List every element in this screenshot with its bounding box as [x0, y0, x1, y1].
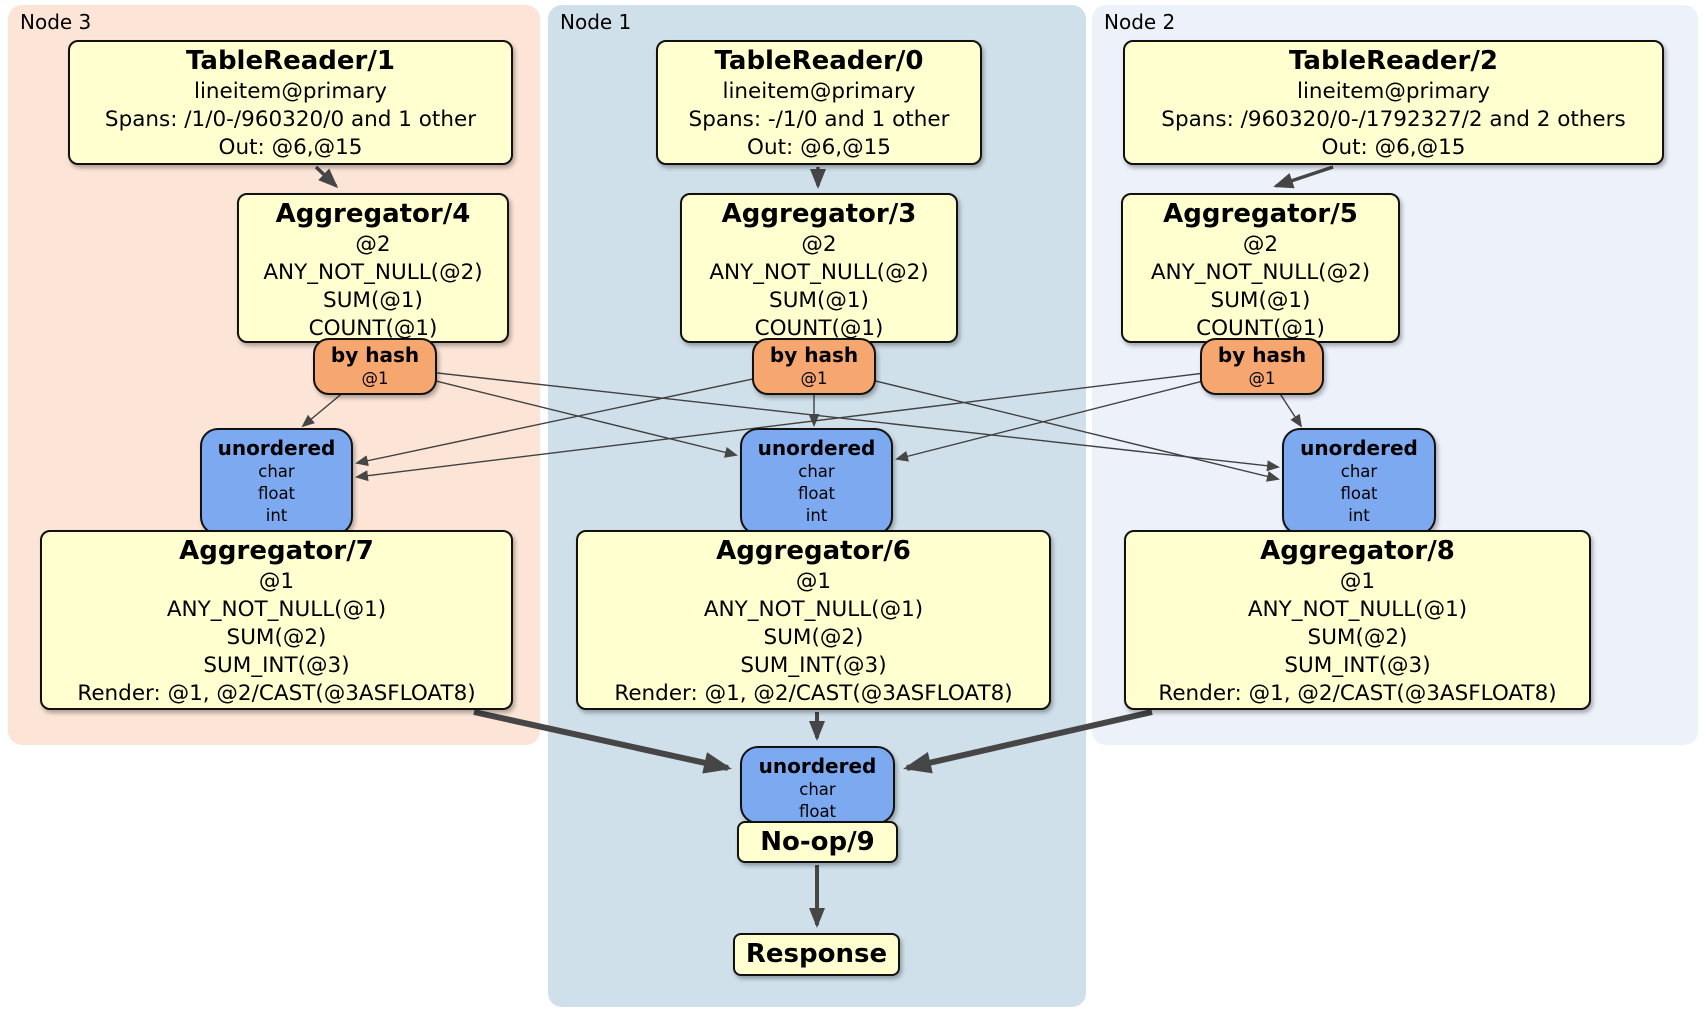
response-box: Response [733, 933, 900, 976]
box-title: Aggregator/3 [721, 199, 917, 229]
router-to-sync-edges [301, 365, 1303, 482]
node2-label: Node 2 [1104, 10, 1176, 34]
aggregator-box: Aggregator/5 @2 ANY_NOT_NULL(@2) SUM(@1)… [1121, 193, 1400, 343]
aggregator-box: Aggregator/8 @1 ANY_NOT_NULL(@1) SUM(@2)… [1124, 530, 1591, 710]
aggregator-to-final-sync-edges [473, 709, 1153, 928]
table-reader-box: TableReader/1 lineitem@primary Spans: /1… [68, 40, 513, 165]
hash-router: by hash @1 [752, 338, 876, 395]
box-title: TableReader/2 [1289, 46, 1498, 76]
table-reader-box: TableReader/0 lineitem@primary Spans: -/… [656, 40, 982, 165]
aggregator-box: Aggregator/4 @2 ANY_NOT_NULL(@2) SUM(@1)… [237, 193, 509, 343]
box-title: TableReader/0 [714, 46, 924, 76]
tablereader-to-aggregator-edges [314, 165, 1334, 189]
table-reader-box: TableReader/2 lineitem@primary Spans: /9… [1123, 40, 1664, 165]
final-sync-unordered: unordered char float [740, 746, 895, 824]
sync-unordered: unordered char float int [740, 428, 893, 535]
aggregator-box: Aggregator/3 @2 ANY_NOT_NULL(@2) SUM(@1)… [680, 193, 958, 343]
node3-label: Node 3 [20, 10, 92, 34]
aggregator-box: Aggregator/6 @1 ANY_NOT_NULL(@1) SUM(@2)… [576, 530, 1051, 710]
noop-box: No-op/9 [737, 821, 898, 863]
hash-router: by hash @1 [1200, 338, 1324, 395]
sync-unordered: unordered char float int [200, 428, 353, 535]
box-title: Aggregator/5 [1163, 199, 1358, 229]
box-title: Aggregator/6 [716, 536, 911, 566]
aggregator-box: Aggregator/7 @1 ANY_NOT_NULL(@1) SUM(@2)… [40, 530, 513, 710]
sync-unordered: unordered char float int [1282, 428, 1436, 535]
box-title: Aggregator/8 [1260, 536, 1455, 566]
hash-router: by hash @1 [313, 338, 437, 395]
node1-label: Node 1 [560, 10, 632, 34]
box-title: Aggregator/4 [275, 199, 471, 229]
box-title: Aggregator/7 [179, 536, 374, 566]
box-title: TableReader/1 [186, 46, 395, 76]
